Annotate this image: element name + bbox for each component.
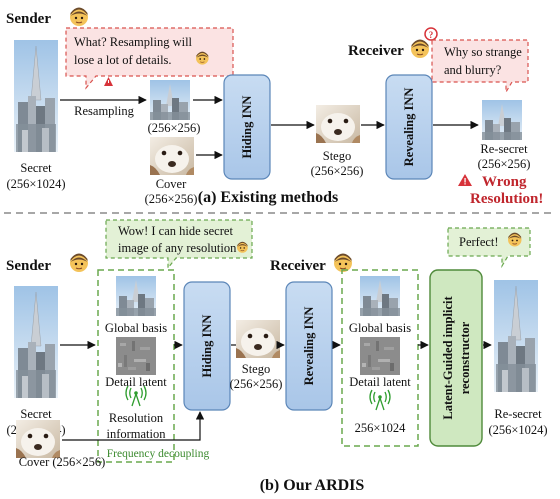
top-receiver-label: Receiver xyxy=(348,43,404,59)
svg-text:?: ? xyxy=(429,30,434,40)
top-resampling-label: Resampling xyxy=(74,104,134,118)
top-question-icon: ? xyxy=(424,27,438,41)
bottom-perfect-speech-bubble: Perfect! xyxy=(447,227,531,269)
bottom-cover-image xyxy=(16,420,60,458)
bottom-hiding-inn-block xyxy=(183,281,231,411)
bottom-reconstructor-line2: reconstructor xyxy=(458,321,472,394)
top-speech-line1: What? Resampling will xyxy=(74,35,193,49)
top-cover-size: (256×256) xyxy=(145,192,198,206)
bottom-stego-image xyxy=(236,320,280,358)
bottom-sender-label: Sender xyxy=(6,258,51,274)
top-caption: (a) Existing methods xyxy=(198,189,338,206)
top-hiding-inn-block xyxy=(223,74,271,180)
top-panel: Sender What? Resampling will lose a lot … xyxy=(6,7,543,207)
bottom-sender-avatar-icon xyxy=(69,253,89,273)
top-stego-label: Stego xyxy=(323,149,351,163)
bottom-receiver-box xyxy=(341,269,419,447)
bottom-global-basis-label: Global basis xyxy=(105,321,167,335)
top-sender-speech-bubble: What? Resampling will lose a lot of deta… xyxy=(65,27,234,90)
top-sender-avatar-icon xyxy=(69,7,89,27)
top-receiver-speech-bubble: Why so strange and blurry? xyxy=(431,39,529,95)
top-revealing-inn-label: Revealing INN xyxy=(402,88,416,167)
bottom-secret-label: Secret xyxy=(20,407,52,421)
bottom-perfect-label: Perfect! xyxy=(459,235,499,249)
bottom-detail-latent-r-image xyxy=(360,337,400,375)
bottom-detail-latent-r-label: Detail latent xyxy=(349,375,411,389)
bottom-revealing-inn-block xyxy=(285,281,333,411)
bottom-sender-speech-bubble: Wow! I can hide secret image of any reso… xyxy=(105,219,253,270)
bottom-global-basis-r-image xyxy=(360,276,400,316)
top-receiver-avatar-icon xyxy=(410,39,430,59)
bottom-revealing-inn-label: Revealing INN xyxy=(302,307,316,386)
top-resecret-label: Re-secret xyxy=(480,142,528,156)
bottom-detail-latent-image xyxy=(116,337,156,375)
bottom-resecret-image xyxy=(493,279,539,393)
bottom-panel: Sender Wow! I can hide secret image of a… xyxy=(6,219,548,494)
top-wrong-warning-icon xyxy=(458,174,472,186)
bottom-frequency-decoupling-label: Frequency decoupling xyxy=(107,448,210,460)
top-receiver-speech-line2: and blurry? xyxy=(444,63,502,77)
bottom-receiver-avatar-icon xyxy=(333,253,353,273)
top-revealing-inn-block xyxy=(385,74,433,180)
top-warning-icon xyxy=(104,77,113,86)
top-resampled-secret-image xyxy=(150,80,190,120)
bottom-signal-r-icon xyxy=(369,389,391,411)
bottom-hiding-inn-label: Hiding INN xyxy=(200,315,214,378)
bottom-res-size-label: 256×1024 xyxy=(355,421,407,435)
top-stego-image xyxy=(316,105,360,143)
bottom-cover-to-hiding-arrow xyxy=(62,411,205,441)
top-sender-label: Sender xyxy=(6,11,51,27)
top-resampled-size: (256×256) xyxy=(148,121,201,135)
bottom-detail-latent-label: Detail latent xyxy=(105,375,167,389)
bottom-signal-icon xyxy=(125,385,147,407)
bottom-stego-label: Stego xyxy=(242,362,270,376)
bottom-reconstructor-block xyxy=(429,269,483,447)
bottom-caption: (b) Our ARDIS xyxy=(260,477,365,494)
bottom-decoupling-box xyxy=(97,269,175,463)
bottom-speech-line1: Wow! I can hide secret xyxy=(118,224,233,238)
bottom-stego-size: (256×256) xyxy=(230,377,283,391)
bottom-cover-label: Cover (256×256) xyxy=(19,455,106,469)
top-secret-size: (256×1024) xyxy=(6,177,65,191)
top-secret-label: Secret xyxy=(20,161,52,175)
top-receiver-speech-line1: Why so strange xyxy=(444,45,522,59)
top-wrong-line1: Wrong xyxy=(482,174,527,190)
top-wrong-line2: Resolution! xyxy=(470,191,543,207)
top-speech-line2: lose a lot of details. xyxy=(74,53,172,67)
bottom-resecret-size: (256×1024) xyxy=(488,423,547,437)
bottom-resecret-label: Re-secret xyxy=(494,407,542,421)
top-resecret-image xyxy=(482,100,522,140)
bottom-receiver-label: Receiver xyxy=(270,258,326,274)
bottom-resolution-line2: information xyxy=(106,427,166,441)
bottom-secret-image xyxy=(13,285,59,399)
top-resecret-size: (256×256) xyxy=(478,157,531,171)
top-secret-image xyxy=(13,39,59,153)
top-cover-label: Cover xyxy=(156,177,187,191)
bottom-speech-line2: image of any resolution xyxy=(118,241,237,255)
bottom-global-basis-r-label: Global basis xyxy=(349,321,411,335)
bottom-global-basis-image xyxy=(116,276,156,316)
top-hiding-inn-label: Hiding INN xyxy=(240,96,254,159)
bottom-resolution-line1: Resolution xyxy=(109,411,164,425)
top-cover-image xyxy=(150,137,194,175)
bottom-reconstructor-line1: Latent-Guided implicit xyxy=(441,296,455,420)
top-stego-size: (256×256) xyxy=(311,164,364,178)
